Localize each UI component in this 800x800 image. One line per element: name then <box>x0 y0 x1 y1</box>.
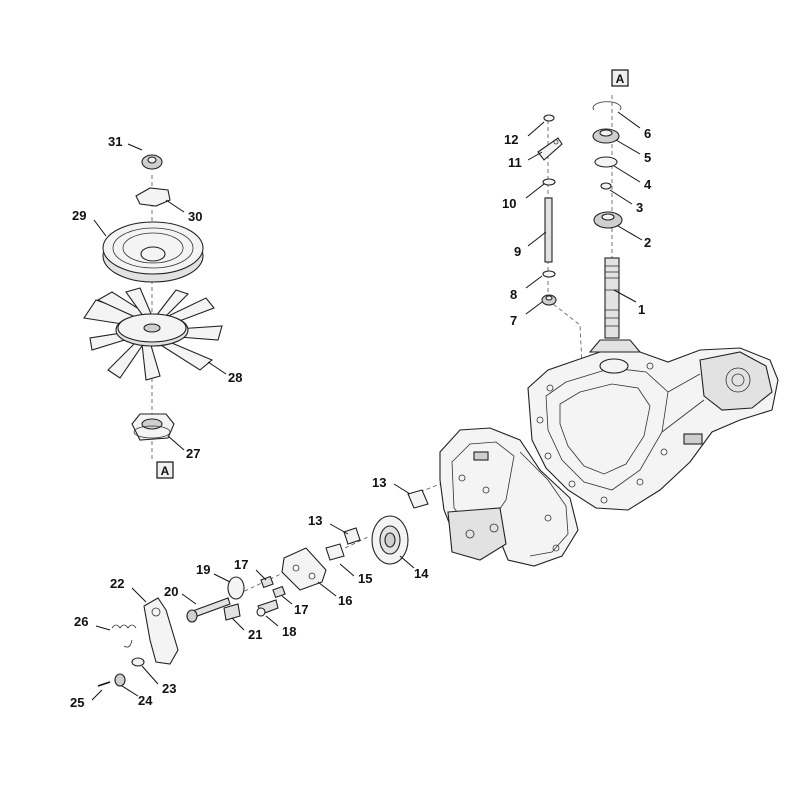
part-label-17-lower: 17 <box>294 602 308 617</box>
part-label-4: 4 <box>644 177 652 192</box>
brake-assembly <box>186 489 429 623</box>
part-label-2: 2 <box>644 235 651 250</box>
part-label-13-lower: 13 <box>308 513 322 528</box>
part-label-15: 15 <box>358 571 372 586</box>
part-label-27: 27 <box>186 446 200 461</box>
part-label-3: 3 <box>636 200 643 215</box>
part-label-14: 14 <box>414 566 429 581</box>
reference-mark-top: A <box>611 69 629 87</box>
part-label-5: 5 <box>644 150 651 165</box>
pulley-assembly <box>102 154 204 283</box>
reference-mark-bottom: A <box>156 461 174 479</box>
part-label-7: 7 <box>510 313 517 328</box>
part-label-28: 28 <box>228 370 242 385</box>
input-shaft-assembly <box>592 101 623 339</box>
brake-lever-assembly <box>97 597 179 687</box>
part-label-16: 16 <box>338 593 352 608</box>
reference-mark-top-label: A <box>616 72 625 86</box>
reference-mark-bottom-label: A <box>161 464 170 478</box>
housing-cover <box>439 427 579 567</box>
part-label-11: 11 <box>508 155 522 170</box>
transmission-housing <box>527 339 779 511</box>
part-label-6: 6 <box>644 126 651 141</box>
part-label-26: 26 <box>74 614 88 629</box>
part-label-30: 30 <box>188 209 202 224</box>
fan-hub <box>131 413 175 441</box>
part-label-25: 25 <box>70 695 84 710</box>
part-label-12: 12 <box>504 132 518 147</box>
leader-lines <box>91 111 643 701</box>
part-number-labels: 1 2 3 4 5 6 7 8 9 10 11 12 13 13 14 15 1… <box>70 126 652 710</box>
part-label-19: 19 <box>196 562 210 577</box>
lever-shaft-assembly <box>537 114 563 306</box>
part-label-20: 20 <box>164 584 178 599</box>
part-label-8: 8 <box>510 287 517 302</box>
part-label-23: 23 <box>162 681 176 696</box>
part-label-31: 31 <box>108 134 122 149</box>
part-label-9: 9 <box>514 244 521 259</box>
part-label-18: 18 <box>282 624 296 639</box>
part-label-24: 24 <box>138 693 153 708</box>
part-label-10: 10 <box>502 196 516 211</box>
part-label-17-upper: 17 <box>234 557 248 572</box>
part-label-21: 21 <box>248 627 262 642</box>
part-label-13-upper: 13 <box>372 475 386 490</box>
cooling-fan <box>83 287 223 381</box>
part-label-22: 22 <box>110 576 124 591</box>
part-label-29: 29 <box>72 208 86 223</box>
part-label-1: 1 <box>638 302 645 317</box>
